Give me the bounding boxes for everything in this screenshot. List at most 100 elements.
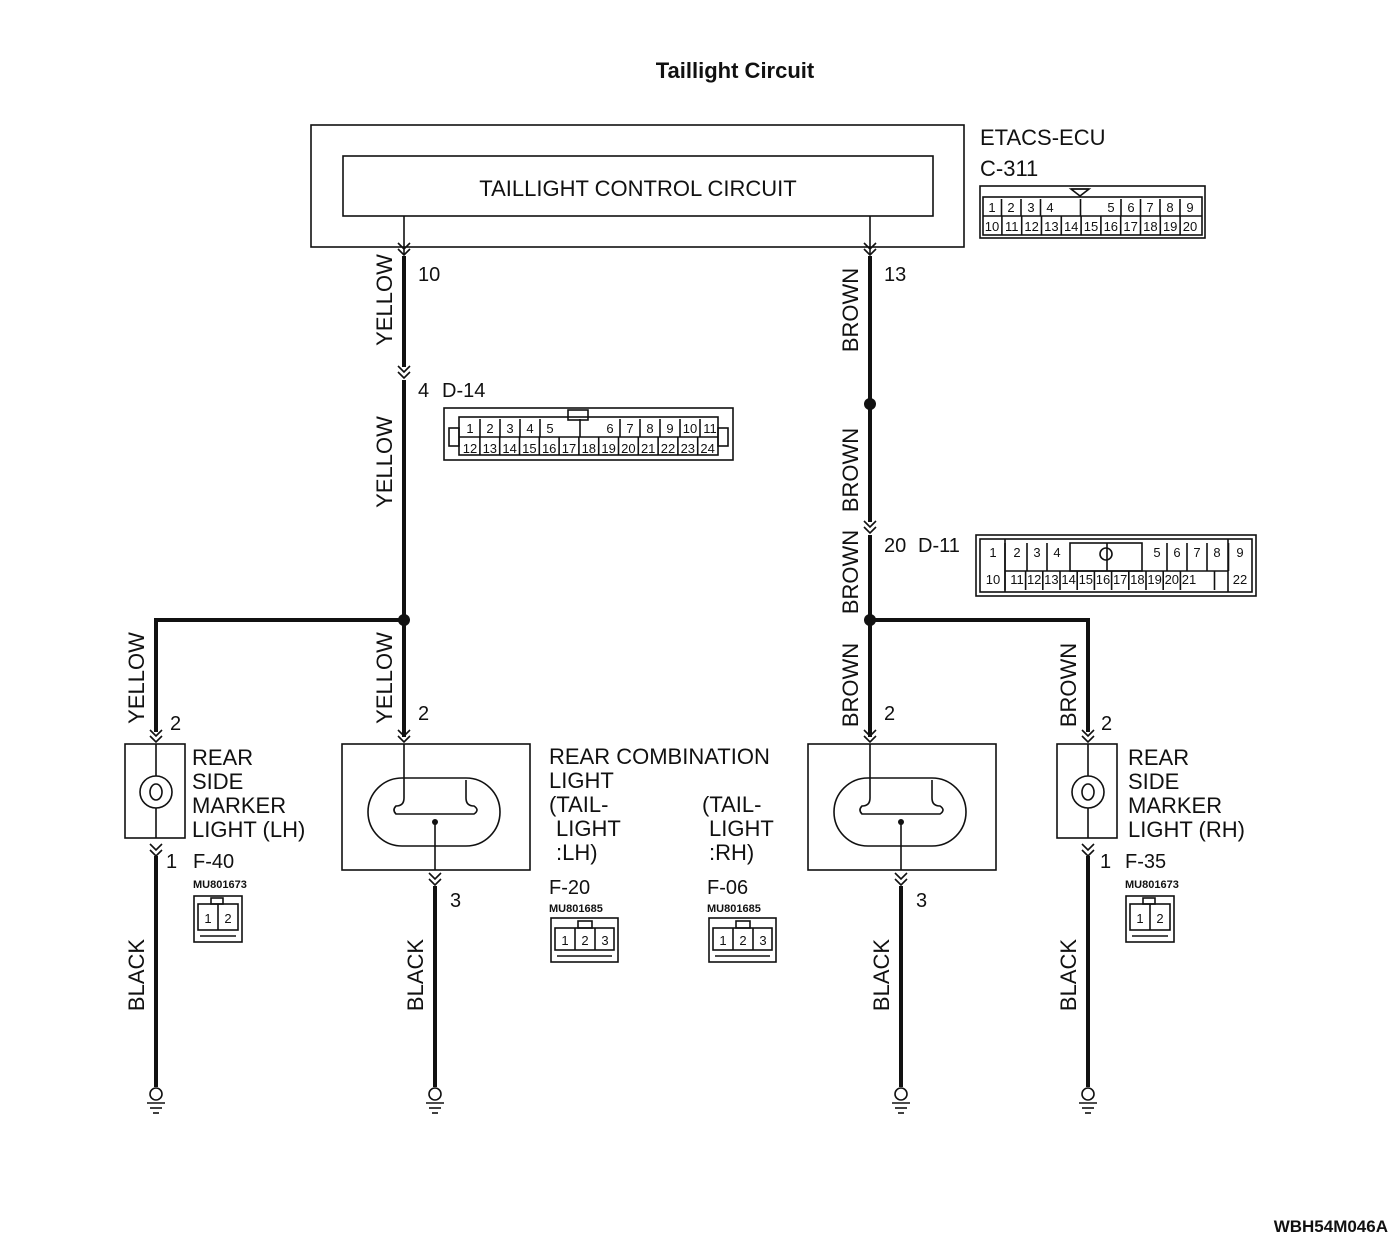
combo-lh-label-1: (TAIL-	[549, 792, 608, 817]
c311-pin-18: 18	[1143, 219, 1157, 234]
combo-rh-label-1: (TAIL-	[702, 792, 761, 817]
d14-pin-4: 4	[526, 421, 533, 436]
side-marker-lh-label-1: REAR	[192, 745, 253, 770]
connector-f20-face: 1 2 3	[550, 917, 619, 963]
d11-pin-11: 11	[1010, 572, 1024, 587]
side-marker-rh-label-3: MARKER	[1128, 793, 1222, 818]
rear-combination-light-lh	[341, 729, 531, 1114]
wire-label-yellow-3: YELLOW	[372, 632, 397, 724]
d11-pin-13: 13	[1044, 572, 1058, 587]
side-marker-rh-label-2: SIDE	[1128, 769, 1179, 794]
side-marker-rh-pin-2: 2	[1101, 713, 1112, 735]
f40-part-number: MU801673	[193, 879, 247, 891]
d14-pin-10: 10	[683, 421, 697, 436]
diagram-title: Taillight Circuit	[656, 58, 815, 83]
d11-pin-20: 20	[1165, 572, 1179, 587]
wire-label-brown-4: BROWN	[838, 643, 863, 727]
f35-connector-code: F-35	[1125, 851, 1166, 873]
d11-pin-10: 10	[986, 572, 1000, 587]
d14-pin-2: 2	[486, 421, 493, 436]
combo-lh-label-2: LIGHT	[556, 816, 621, 841]
d14-pin-3: 3	[506, 421, 513, 436]
f06-part-number: MU801685	[707, 903, 761, 915]
c311-pin-9: 9	[1186, 200, 1193, 215]
d14-pin-19: 19	[601, 441, 615, 456]
wire-label-brown-2: BROWN	[838, 428, 863, 512]
d11-pin-4: 4	[1053, 545, 1060, 560]
side-marker-lh-label-3: MARKER	[192, 793, 286, 818]
c311-pin-2: 2	[1007, 200, 1014, 215]
d14-pin-20: 20	[621, 441, 635, 456]
wire-label-black-4: BLACK	[1056, 939, 1081, 1011]
d14-pin-21: 21	[641, 441, 655, 456]
d11-pin-5: 5	[1153, 545, 1160, 560]
side-marker-rh-label-4: LIGHT (RH)	[1128, 817, 1245, 842]
c311-pin-3: 3	[1027, 200, 1034, 215]
wire-label-yellow-2: YELLOW	[372, 416, 397, 508]
d11-pin-2: 2	[1013, 545, 1020, 560]
d11-pin-16: 16	[1096, 572, 1110, 587]
d14-pin-6: 6	[606, 421, 613, 436]
figure-code: WBH54M046A	[1274, 1217, 1388, 1236]
c311-pin-16: 16	[1104, 219, 1118, 234]
ecu-pin-10: 10	[418, 264, 440, 286]
d14-pin-7: 7	[626, 421, 633, 436]
combo-label-1: REAR COMBINATION	[549, 744, 770, 769]
wire-label-black-1: BLACK	[124, 939, 149, 1011]
side-marker-rh-label-1: REAR	[1128, 745, 1189, 770]
d11-pin-3: 3	[1033, 545, 1040, 560]
brown-wire-main	[863, 256, 1090, 737]
d14-pin-5: 5	[546, 421, 553, 436]
c311-pin-5: 5	[1107, 200, 1114, 215]
combo-lh-pin-3: 3	[450, 890, 461, 912]
c311-pin-14: 14	[1064, 219, 1078, 234]
c311-pin-19: 19	[1163, 219, 1177, 234]
d11-pin-1: 1	[989, 545, 996, 560]
c311-pin-13: 13	[1044, 219, 1058, 234]
d14-pin-15: 15	[522, 441, 536, 456]
d14-pin-17: 17	[562, 441, 576, 456]
combo-lh-pin-2: 2	[418, 703, 429, 725]
d11-pin-19: 19	[1147, 572, 1161, 587]
f40-pin-2: 2	[224, 911, 231, 926]
wire-label-brown-1: BROWN	[838, 268, 863, 352]
connector-f06-face: 1 2 3	[708, 917, 777, 963]
ecu-connector-code: C-311	[980, 156, 1038, 181]
d14-pin-23: 23	[681, 441, 695, 456]
d11-pin-14: 14	[1061, 572, 1075, 587]
d14-connector-code: D-14	[442, 380, 485, 402]
c311-pin-20: 20	[1183, 219, 1197, 234]
f35-part-number: MU801673	[1125, 879, 1179, 891]
c311-pin-7: 7	[1146, 200, 1153, 215]
f20-connector-code: F-20	[549, 877, 590, 899]
f20-pin-3: 3	[601, 933, 608, 948]
c311-pin-8: 8	[1166, 200, 1173, 215]
combo-rh-label-3: :RH)	[709, 840, 754, 865]
d11-pin-21: 21	[1182, 572, 1196, 587]
d11-pin-9: 9	[1236, 545, 1243, 560]
combo-lh-label-3: :LH)	[556, 840, 598, 865]
d14-pin-22: 22	[661, 441, 675, 456]
combo-label-2: LIGHT	[549, 768, 614, 793]
d11-pin-7: 7	[1193, 545, 1200, 560]
side-marker-lh-pin-1: 1	[166, 851, 177, 873]
d11-pin-22: 22	[1233, 572, 1247, 587]
f40-pin-1: 1	[204, 911, 211, 926]
ecu-pin-13: 13	[884, 264, 906, 286]
c311-pin-4: 4	[1046, 200, 1053, 215]
d14-pin-8: 8	[646, 421, 653, 436]
f06-pin-1: 1	[719, 933, 726, 948]
f06-connector-code: F-06	[707, 877, 748, 899]
d11-pin-18: 18	[1130, 572, 1144, 587]
d14-pin-9: 9	[666, 421, 673, 436]
d11-pin: 20	[884, 535, 906, 557]
wire-label-brown-5: BROWN	[1056, 643, 1081, 727]
yellow-wire-main	[154, 256, 411, 737]
d14-pin: 4	[418, 380, 429, 402]
rear-combination-light-rh	[807, 729, 997, 1114]
wire-label-yellow-1: YELLOW	[372, 254, 397, 346]
d14-pin-11: 11	[703, 421, 717, 436]
